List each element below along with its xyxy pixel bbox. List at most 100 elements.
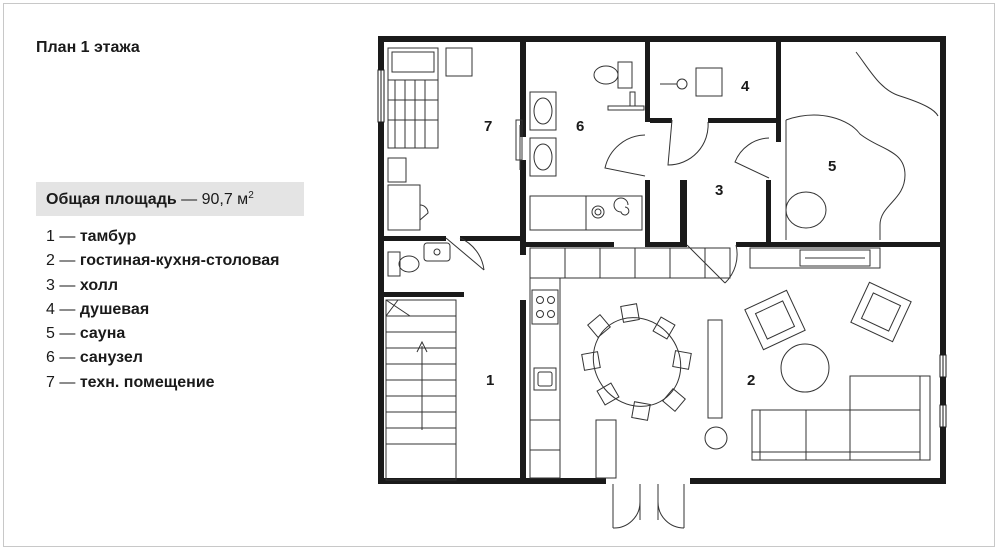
room5-features xyxy=(785,51,939,240)
legend-text: санузел xyxy=(79,349,143,367)
wc-fixtures xyxy=(387,242,451,277)
wall-4-5 xyxy=(776,42,781,142)
legend-item: 5 — сауна xyxy=(46,324,279,348)
room4-fixtures xyxy=(660,67,723,97)
legend-item: 2 — гостиная-кухня-столовая xyxy=(46,251,279,275)
armchair-1 xyxy=(744,289,806,351)
outer-wall-top xyxy=(378,36,946,42)
bed xyxy=(387,47,439,149)
sofa xyxy=(751,375,931,461)
room-7-number: 7 xyxy=(484,118,492,135)
wall-4-bottom-left xyxy=(650,118,672,123)
room-3-number: 3 xyxy=(715,182,723,199)
kitchen-upper-cabinets xyxy=(529,247,731,279)
fridge-icon xyxy=(595,419,617,479)
sauna-curve-top xyxy=(855,51,939,117)
total-area-box: Общая площадь — 90,7 м2 xyxy=(36,182,304,216)
chair xyxy=(652,316,676,340)
wall-6-3 xyxy=(645,180,650,247)
chair xyxy=(581,351,601,371)
chair xyxy=(587,314,611,338)
room-2-number: 2 xyxy=(747,372,755,389)
wall-6-4 xyxy=(645,42,650,122)
wall-3-2-left xyxy=(645,242,687,247)
wall-wc-1 xyxy=(384,292,464,297)
room-6-number: 6 xyxy=(576,118,584,135)
toilet-icon xyxy=(398,255,420,273)
legend-number: 1 xyxy=(46,228,55,245)
legend-dash: — xyxy=(59,276,76,294)
entrance-swing-left xyxy=(612,501,641,529)
wall-5-2 xyxy=(736,242,946,247)
outer-wall-bottom-left xyxy=(378,478,606,484)
dining-set xyxy=(581,303,692,421)
legend-item: 3 — холл xyxy=(46,276,279,300)
walls xyxy=(378,36,946,484)
wall-4-bottom-right xyxy=(708,118,778,123)
stair-arrow-icon xyxy=(416,340,428,353)
sink-1-icon xyxy=(529,91,557,131)
room-1-number: 1 xyxy=(486,372,494,389)
image-frame xyxy=(3,3,995,547)
sink-icon xyxy=(423,242,451,262)
legend-item: 7 — техн. помещение xyxy=(46,373,279,397)
chair xyxy=(620,303,640,323)
shower-tray xyxy=(695,67,723,97)
legend-dash: — xyxy=(59,228,76,245)
shelf xyxy=(749,247,881,269)
legend-text: тамбур xyxy=(79,228,137,245)
legend-number: 3 xyxy=(46,276,55,294)
stairs xyxy=(385,299,457,481)
legend-dash: — xyxy=(59,349,76,367)
tv-console xyxy=(707,319,723,419)
coffee-table xyxy=(780,343,830,393)
wall-7-6-upper xyxy=(520,42,526,137)
legend-text: сауна xyxy=(79,325,126,343)
legend-number: 6 xyxy=(46,349,55,367)
toilet-tank xyxy=(387,251,401,277)
legend-dash: — xyxy=(59,300,76,318)
sauna-stove-icon xyxy=(785,191,827,229)
living-area xyxy=(704,247,931,461)
legend-dash: — xyxy=(59,252,76,270)
window-lines xyxy=(380,70,944,427)
kitchen-counter xyxy=(529,277,561,479)
sauna-bench-curve xyxy=(785,114,906,240)
toilet-icon xyxy=(593,65,619,85)
sink-2-icon xyxy=(529,137,557,177)
chair xyxy=(662,388,686,412)
legend-item: 6 — санузел xyxy=(46,348,279,372)
desk xyxy=(387,184,421,231)
wall-1-2 xyxy=(520,300,526,484)
legend-text: холл xyxy=(79,276,119,294)
kitchen-sink-icon xyxy=(533,367,557,391)
legend-dash: — xyxy=(59,325,76,343)
kitchen xyxy=(529,247,731,479)
chair xyxy=(631,401,651,421)
chair xyxy=(672,350,692,370)
legend-dash: — xyxy=(59,373,76,391)
hob-icon xyxy=(531,289,559,325)
chair xyxy=(419,204,429,221)
legend-number: 7 xyxy=(46,373,55,391)
legend-number: 2 xyxy=(46,252,55,270)
wall-7-wc xyxy=(384,236,446,241)
total-area-exponent: 2 xyxy=(248,190,254,201)
outer-wall-left xyxy=(378,36,384,484)
room-5-number: 5 xyxy=(828,158,836,175)
plan-title: План 1 этажа xyxy=(36,39,140,56)
legend-text: гостиная-кухня-столовая xyxy=(79,252,280,270)
total-area-label: Общая площадь xyxy=(46,191,177,208)
total-area-value: 90,7 м xyxy=(201,191,249,208)
legend-text: техн. помещение xyxy=(79,373,215,391)
room-legend: 1 — тамбур 2 — гостиная-кухня-столовая 3… xyxy=(46,227,279,397)
legend-item: 4 — душевая xyxy=(46,300,279,324)
room-4-number: 4 xyxy=(741,78,750,95)
wall-3-left xyxy=(680,180,687,247)
shower-drain-icon xyxy=(676,78,688,90)
wall-7-wc-right xyxy=(460,236,520,241)
wall-7-6-lower xyxy=(520,160,526,255)
room7-furniture xyxy=(387,47,523,231)
armchair-2 xyxy=(850,281,912,343)
